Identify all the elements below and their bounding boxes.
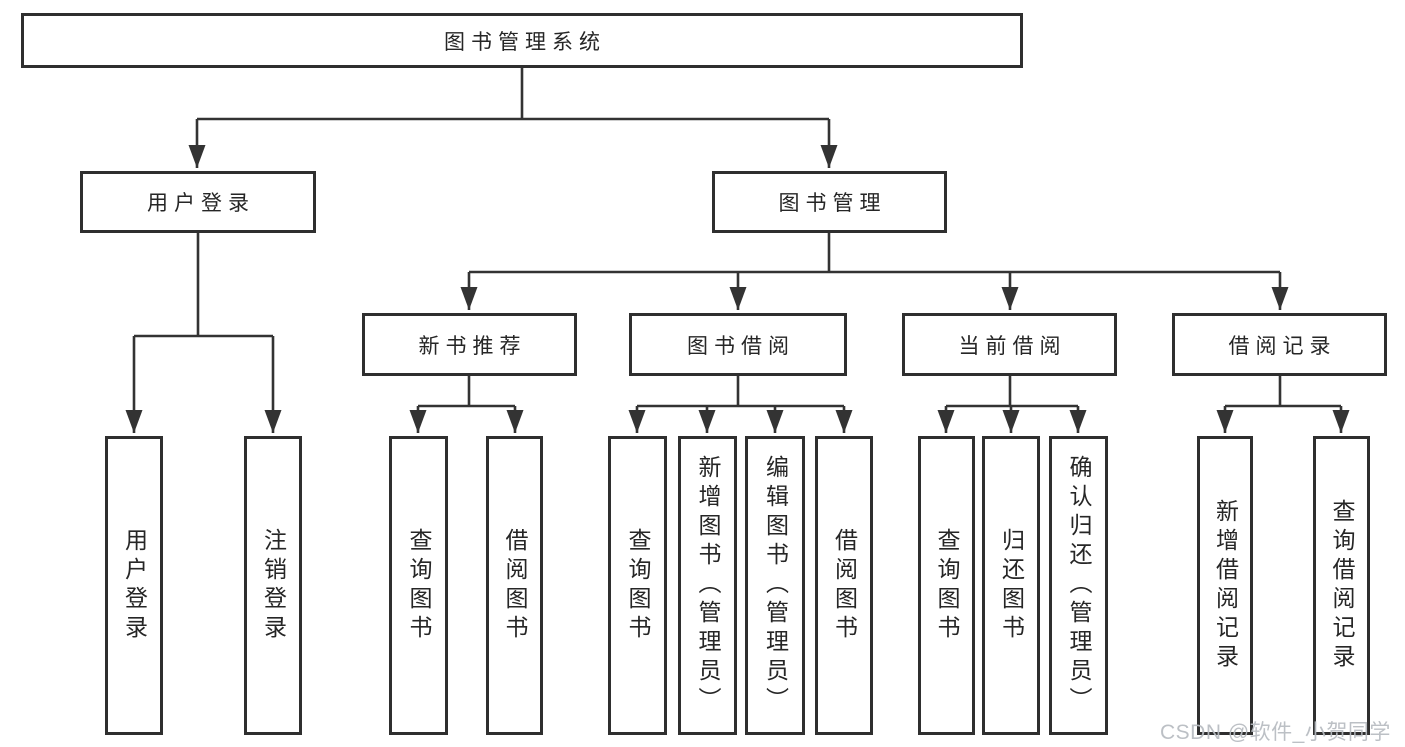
node-label: 查询借阅记录 [1329, 498, 1355, 673]
leaf-borrow-books: 借阅图书 [815, 436, 873, 735]
leaf-query-borrow-record: 查询借阅记录 [1313, 436, 1370, 735]
leaf-edit-books-admin: 编辑图书（管理员） [745, 436, 805, 735]
leaf-confirm-return-admin: 确认归还（管理员） [1049, 436, 1108, 735]
node-label: 查询图书 [934, 527, 960, 644]
node-library-management-system: 图书管理系统 [21, 13, 1023, 68]
node-label: 借阅图书 [502, 527, 528, 644]
leaf-add-borrow-record: 新增借阅记录 [1197, 436, 1253, 735]
node-label: 查询图书 [625, 527, 651, 644]
node-label: 用户登录 [121, 527, 148, 644]
node-label: 图书管理系统 [444, 30, 606, 54]
node-new-book-recommend: 新书推荐 [362, 313, 577, 376]
node-borrow-records: 借阅记录 [1172, 313, 1387, 376]
node-label: 注销登录 [260, 527, 287, 644]
node-label: 确认归还（管理员） [1066, 455, 1092, 716]
leaf-query-books-current: 查询图书 [918, 436, 975, 735]
leaf-query-books-borrow: 查询图书 [608, 436, 667, 735]
leaf-return-books: 归还图书 [982, 436, 1040, 735]
node-book-borrow: 图书借阅 [629, 313, 847, 376]
node-label: 借阅记录 [1228, 334, 1337, 358]
node-label: 图书管理 [778, 192, 887, 215]
node-current-borrow: 当前借阅 [902, 313, 1117, 376]
node-label: 新书推荐 [418, 334, 527, 358]
node-label: 新增图书（管理员） [695, 455, 721, 716]
leaf-logout: 注销登录 [244, 436, 302, 735]
node-book-management: 图书管理 [712, 171, 947, 233]
leaf-query-books-recommend: 查询图书 [389, 436, 448, 735]
node-label: 查询图书 [406, 527, 432, 644]
leaf-add-books-admin: 新增图书（管理员） [678, 436, 737, 735]
node-label: 归还图书 [998, 527, 1025, 644]
csdn-watermark: CSDN @软件_小贺同学 [1160, 721, 1391, 744]
leaf-borrow-books-recommend: 借阅图书 [486, 436, 543, 735]
node-label: 图书借阅 [687, 334, 795, 358]
node-label: 当前借阅 [958, 334, 1067, 358]
node-label: 借阅图书 [831, 527, 858, 644]
node-user-login: 用户登录 [80, 171, 316, 233]
leaf-user-login: 用户登录 [105, 436, 163, 735]
node-label: 用户登录 [147, 192, 255, 215]
node-label: 编辑图书（管理员） [762, 455, 789, 716]
node-label: 新增借阅记录 [1212, 498, 1239, 673]
